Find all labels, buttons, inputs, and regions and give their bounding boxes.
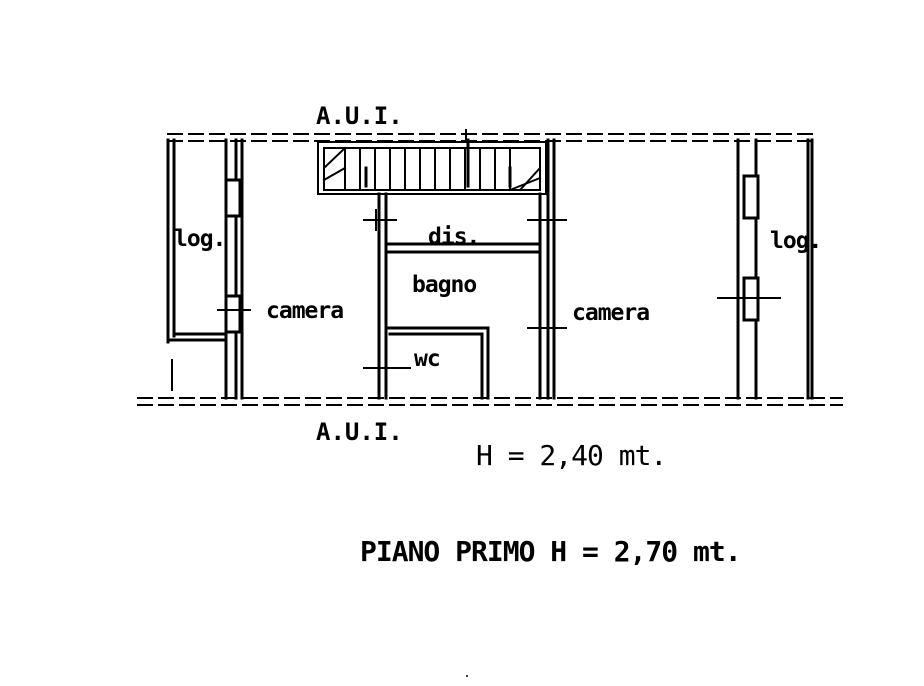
floor-title: PIANO PRIMO H = 2,70 mt. [360, 535, 742, 568]
wall-right-camera [717, 138, 781, 400]
aui-top-label: A.U.I. [316, 102, 403, 130]
loggia-left-walls [166, 138, 228, 391]
loggia-left-label: log. [174, 226, 226, 252]
wall-left-camera [224, 138, 244, 400]
camera-left-label: camera [266, 298, 344, 324]
aui-bottom-label: A.U.I. [316, 418, 403, 446]
disimpegno-label: dis. [428, 224, 480, 250]
staircase [317, 138, 547, 195]
loggia-right-walls [806, 138, 814, 400]
stray-dot [466, 675, 468, 677]
boundary-bottom-dashed [137, 397, 843, 406]
height-label: H = 2,40 mt. [476, 439, 667, 472]
wc-label: wc [414, 346, 441, 372]
boundary-top-dashed [167, 133, 816, 142]
door-marks [217, 129, 567, 369]
loggia-right-label: log. [770, 228, 822, 254]
camera-right-label: camera [572, 300, 650, 326]
bagno-label: bagno [412, 272, 477, 298]
central-walls [377, 138, 556, 400]
